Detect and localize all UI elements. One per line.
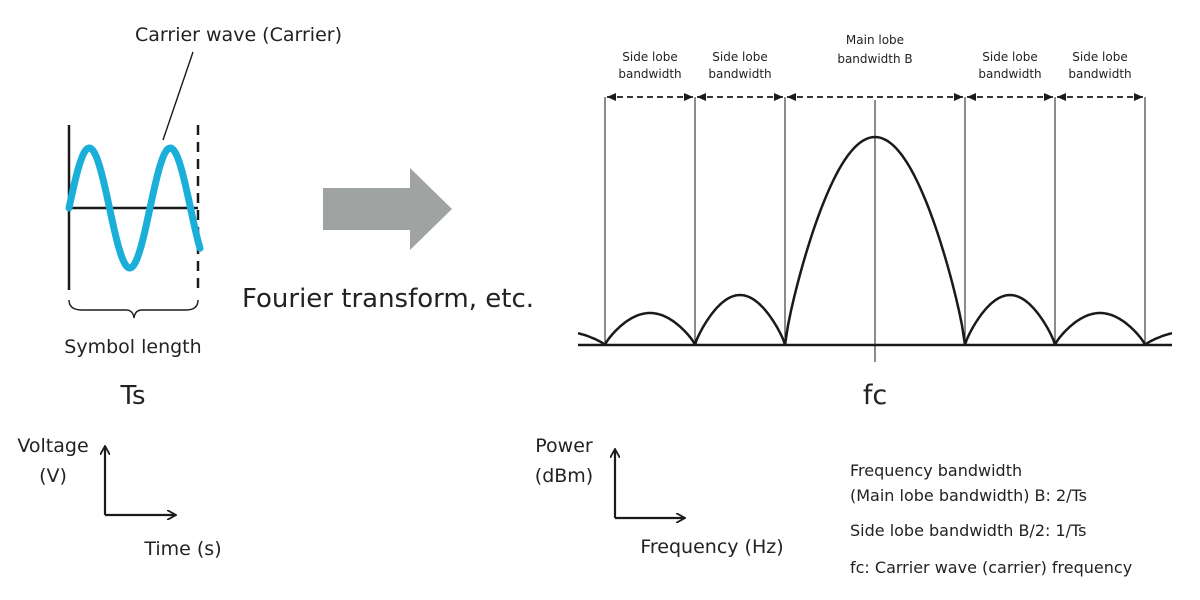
note-line: fc: Carrier wave (carrier) frequency	[850, 558, 1132, 577]
band-label: Side lobe	[622, 50, 677, 64]
note-line: (Main lobe bandwidth) B: 2/Ts	[850, 486, 1087, 505]
symbol-length-brace	[68, 299, 199, 319]
symbol-length-label: Symbol length	[64, 336, 201, 358]
band-label: bandwidth B	[837, 52, 912, 66]
band-label: bandwidth	[978, 67, 1041, 81]
carrier-waveform-panel: Carrier wave (Carrier) Symbol length Ts …	[17, 24, 342, 560]
transform-panel: Fourier transform, etc.	[242, 168, 534, 314]
band-label: Side lobe	[1072, 50, 1127, 64]
carrier-wave-curve	[65, 144, 204, 272]
fc-label: fc	[863, 380, 887, 411]
band-label: bandwidth	[618, 67, 681, 81]
bandwidth-notes: Frequency bandwidth (Main lobe bandwidth…	[850, 461, 1132, 577]
time-axis-label: Time (s)	[143, 538, 221, 560]
frequency-axis-label: Frequency (Hz)	[640, 536, 783, 558]
carrier-leader-line	[162, 51, 194, 141]
band-label: bandwidth	[708, 67, 771, 81]
transform-arrow-icon	[323, 168, 452, 250]
sinc-spectrum-curve	[577, 135, 1173, 346]
spectrum-panel: Side lobe bandwidth Side lobe bandwidth …	[535, 33, 1173, 558]
fourier-transform-label: Fourier transform, etc.	[242, 284, 534, 314]
power-unit-label: (dBm)	[535, 465, 593, 487]
band-label: Side lobe	[712, 50, 767, 64]
band-label: Main lobe	[846, 33, 904, 47]
power-axis-label: Power	[535, 435, 593, 457]
band-label: Side lobe	[982, 50, 1037, 64]
voltage-unit-label: (V)	[39, 465, 67, 487]
voltage-axis-label: Voltage	[17, 435, 88, 457]
band-label: bandwidth	[1068, 67, 1131, 81]
carrier-wave-label: Carrier wave (Carrier)	[135, 24, 342, 46]
note-line: Frequency bandwidth	[850, 461, 1022, 480]
ts-label: Ts	[119, 381, 145, 411]
note-line: Side lobe bandwidth B/2: 1/Ts	[850, 521, 1087, 540]
